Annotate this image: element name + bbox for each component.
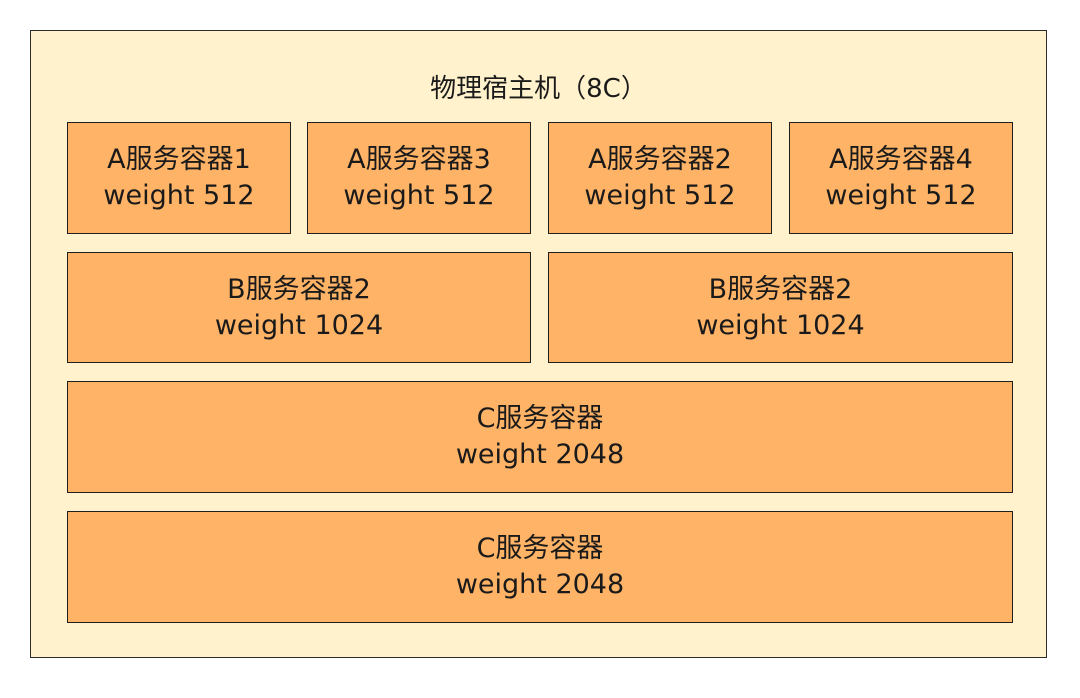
container-b-left: B服务容器2 weight 1024: [67, 252, 531, 363]
container-b-right: B服务容器2 weight 1024: [548, 252, 1013, 363]
container-weight: weight 512: [343, 180, 495, 211]
container-weight: weight 2048: [455, 439, 625, 470]
container-name: B服务容器2: [227, 273, 371, 305]
host-title: 物理宿主机（8C）: [430, 74, 647, 104]
container-a4: A服务容器4 weight 512: [789, 122, 1013, 234]
container-weight: weight 512: [584, 180, 736, 211]
container-a1: A服务容器1 weight 512: [67, 122, 291, 234]
container-name: A服务容器1: [107, 144, 251, 175]
container-name: A服务容器4: [829, 144, 973, 175]
container-name: C服务容器: [476, 403, 604, 434]
container-a3: A服务容器3 weight 512: [307, 122, 531, 234]
container-c-bottom: C服务容器 weight 2048: [67, 511, 1013, 623]
container-weight: weight 1024: [214, 309, 384, 341]
container-weight: weight 512: [103, 180, 255, 211]
container-name: A服务容器3: [347, 144, 491, 175]
container-weight: weight 1024: [696, 309, 865, 341]
container-name: A服务容器2: [588, 144, 732, 175]
container-name: C服务容器: [476, 533, 604, 564]
container-a2: A服务容器2 weight 512: [548, 122, 772, 234]
container-weight: weight 512: [825, 180, 977, 211]
container-c-top: C服务容器 weight 2048: [67, 381, 1013, 493]
container-weight: weight 2048: [455, 569, 625, 600]
container-name: B服务容器2: [708, 273, 853, 305]
